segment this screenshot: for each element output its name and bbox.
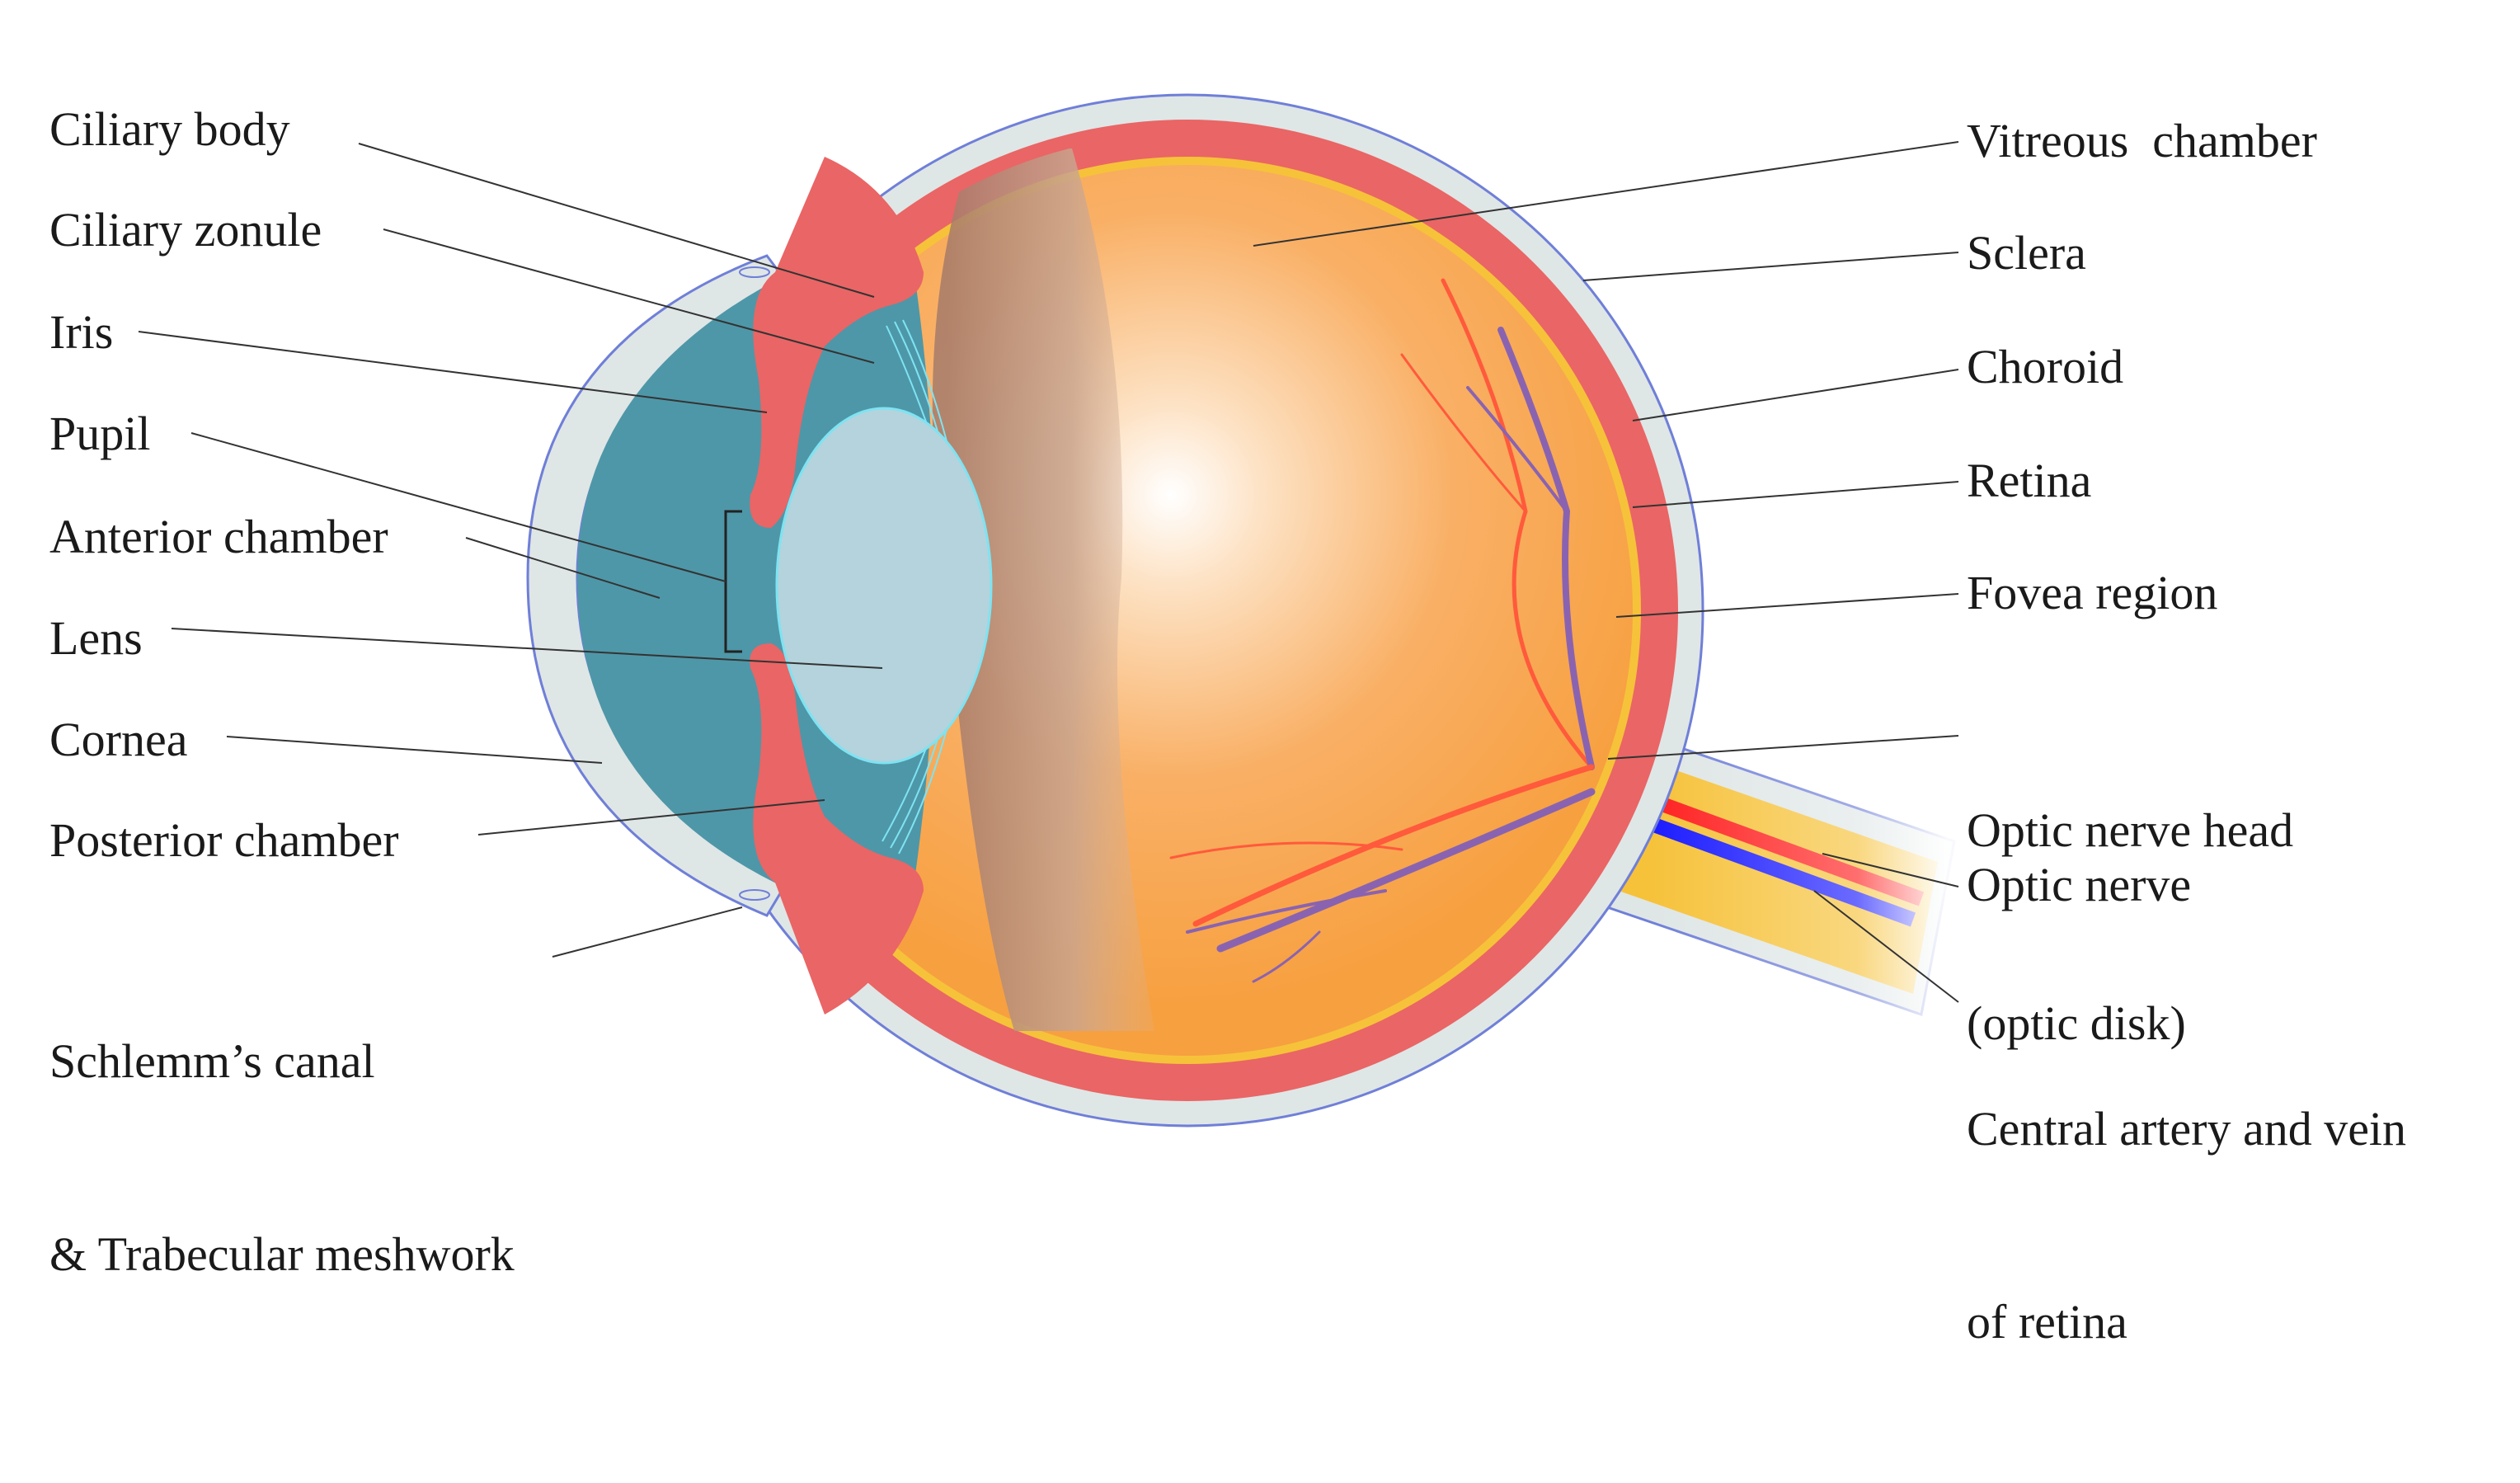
label-optic-nerve: Optic nerve [1967, 858, 2192, 911]
label-vitreous-chamber: Vitreous chamber [1967, 114, 2317, 167]
label-ciliary-body: Ciliary body [49, 102, 290, 156]
label-choroid: Choroid [1967, 340, 2124, 393]
label-retina: Retina [1967, 454, 2092, 507]
label-schlemms-canal-line1: Schlemm’s canal [49, 1034, 375, 1088]
label-cornea: Cornea [49, 713, 188, 766]
label-fovea-region: Fovea region [1967, 566, 2218, 619]
retinal-vessels [1169, 278, 1596, 983]
label-schlemms-canal-line2: & Trabecular meshwork [49, 1227, 515, 1281]
label-optic-nerve-head-line2: (optic disk) [1967, 996, 2186, 1050]
label-central-vessels-line2: of retina [1967, 1295, 2127, 1349]
eye-anatomy-diagram: Ciliary body Ciliary zonule Iris Pupil A… [49, 93, 2406, 1349]
label-central-vessels: Central artery and vein of retina [1967, 968, 2406, 1483]
label-optic-nerve-head: Optic nerve head (optic disk) [1967, 670, 2293, 1184]
lens-shape [775, 407, 993, 765]
eye-illustration [138, 93, 1971, 1128]
label-iris: Iris [49, 305, 114, 359]
label-schlemms-canal: Schlemm’s canal & Trabecular meshwork [49, 901, 515, 1415]
label-central-vessels-line1: Central artery and vein [1967, 1102, 2407, 1156]
iris-lower [750, 643, 924, 1015]
iris-upper [750, 157, 924, 528]
label-sclera: Sclera [1967, 226, 2086, 280]
label-lens: Lens [49, 611, 143, 665]
label-posterior-chamber: Posterior chamber [49, 813, 399, 867]
label-ciliary-zonule: Ciliary zonule [49, 203, 322, 257]
label-pupil: Pupil [49, 407, 151, 460]
leader-lines [138, 141, 1959, 1003]
label-anterior-chamber: Anterior chamber [49, 510, 388, 563]
label-optic-nerve-head-line1: Optic nerve head [1967, 803, 2294, 857]
